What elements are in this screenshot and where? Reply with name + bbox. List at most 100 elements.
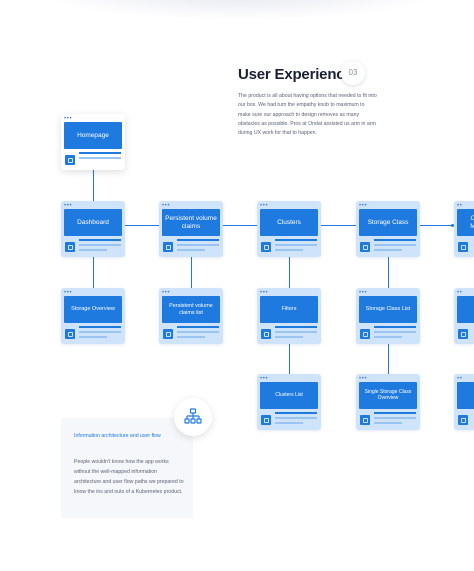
content-line [374, 417, 416, 419]
node-title: Dashboard [64, 209, 122, 236]
node-title: Clusters [260, 209, 318, 236]
content-line [275, 422, 303, 424]
connector-pvc-pvclist [191, 257, 192, 288]
single-storage-class-overview-node: • • • Single Storage Class Overview [356, 374, 420, 430]
page-icon [458, 329, 468, 339]
window-dots: • • • [359, 290, 367, 296]
page-icon [360, 242, 370, 252]
connector-dashboard-pvc [125, 225, 160, 226]
window-dots: • • • [64, 116, 72, 122]
homepage-node: • • • Homepage [61, 114, 125, 170]
storage-class-node: • • • Storage Class [356, 201, 420, 257]
window-dots: • • • [162, 290, 170, 296]
content-line [275, 249, 303, 251]
connector-dashboard-storageoverview [93, 257, 94, 288]
page-icon [458, 242, 468, 252]
content-line [275, 417, 317, 419]
node-title: Storage Class List [359, 296, 417, 323]
info-panel [61, 418, 193, 518]
connector-clusters-storageclass [321, 225, 356, 226]
content-line [79, 249, 107, 251]
node-title-block [457, 382, 474, 409]
page-icon [360, 329, 370, 339]
top-shadow-decoration [40, 0, 440, 20]
connector-pvc-clusters [223, 225, 257, 226]
page-icon [261, 242, 271, 252]
info-body: People wouldn't know how the app works w… [74, 459, 184, 495]
content-line [374, 331, 416, 333]
content-line [79, 152, 121, 154]
node-title-block [457, 296, 474, 323]
content-line [177, 244, 219, 246]
node-title: O M [457, 209, 474, 236]
clusters-node: • • • Clusters [257, 201, 321, 257]
node-title: Filters [260, 296, 318, 323]
sitemap-badge [174, 398, 212, 436]
page-icon [458, 415, 468, 425]
content-line [374, 249, 402, 251]
window-dots: • • • [162, 203, 170, 209]
content-line [79, 336, 107, 338]
window-dots: • • • [260, 290, 268, 296]
content-line [374, 412, 416, 414]
sitemap-icon [184, 408, 202, 424]
section-number-badge: 03 [341, 61, 365, 85]
filters-node: • • • Filters [257, 288, 321, 344]
page-icon [261, 329, 271, 339]
node-title: Persistent volume claims list [162, 296, 220, 323]
content-line [275, 326, 317, 328]
page-icon [65, 155, 75, 165]
connector-clusters-filters [289, 257, 290, 288]
content-line [177, 326, 219, 328]
node-title: Single Storage Class Overview [359, 382, 417, 409]
content-line [374, 239, 416, 241]
page-icon [163, 242, 173, 252]
content-line [275, 412, 317, 414]
content-line [374, 422, 402, 424]
pvc-list-node: • • • Persistent volume claims list [159, 288, 223, 344]
partial-node-middle: • • [454, 288, 474, 344]
page-icon [163, 329, 173, 339]
connector-storageclass-list [388, 257, 389, 288]
content-line [374, 326, 416, 328]
partial-node-top: • • O M [454, 201, 474, 257]
page-icon [65, 329, 75, 339]
content-line [177, 336, 205, 338]
content-line [79, 331, 121, 333]
content-line [275, 239, 317, 241]
content-line [374, 336, 402, 338]
content-line [275, 331, 317, 333]
node-title: Storage Overview [64, 296, 122, 323]
window-dots: • • • [359, 203, 367, 209]
page-icon [261, 415, 271, 425]
window-dots: • • [457, 290, 462, 296]
connector-filters-clusterslist [289, 344, 290, 374]
page-icon [360, 415, 370, 425]
intro-paragraph: The product is all about having options … [238, 93, 377, 137]
node-title: Clusters List [260, 382, 318, 409]
content-line [79, 157, 121, 159]
dashboard-node: • • • Dashboard [61, 201, 125, 257]
connector-homepage-dashboard [93, 170, 94, 201]
window-dots: • • • [359, 376, 367, 382]
window-dots: • • [457, 376, 462, 382]
page-title: User Experience [238, 66, 353, 83]
window-dots: • • • [64, 203, 72, 209]
window-dots: • • [457, 203, 462, 209]
content-line [177, 331, 219, 333]
window-dots: • • • [260, 203, 268, 209]
connector-storageclass-next [420, 225, 454, 226]
clusters-list-node: • • • Clusters List [257, 374, 321, 430]
window-dots: • • • [260, 376, 268, 382]
connector-list-singlestorage [388, 344, 389, 374]
page-icon [65, 242, 75, 252]
partial-node-bottom: • • [454, 374, 474, 430]
content-line [177, 239, 219, 241]
persistent-volume-claims-node: • • • Persistent volume claims [159, 201, 223, 257]
info-title: Information architecture and user flow [74, 433, 161, 439]
storage-class-list-node: • • • Storage Class List [356, 288, 420, 344]
content-line [275, 244, 317, 246]
node-title: Homepage [64, 122, 122, 149]
storage-overview-node: • • • Storage Overview [61, 288, 125, 344]
content-line [79, 244, 121, 246]
